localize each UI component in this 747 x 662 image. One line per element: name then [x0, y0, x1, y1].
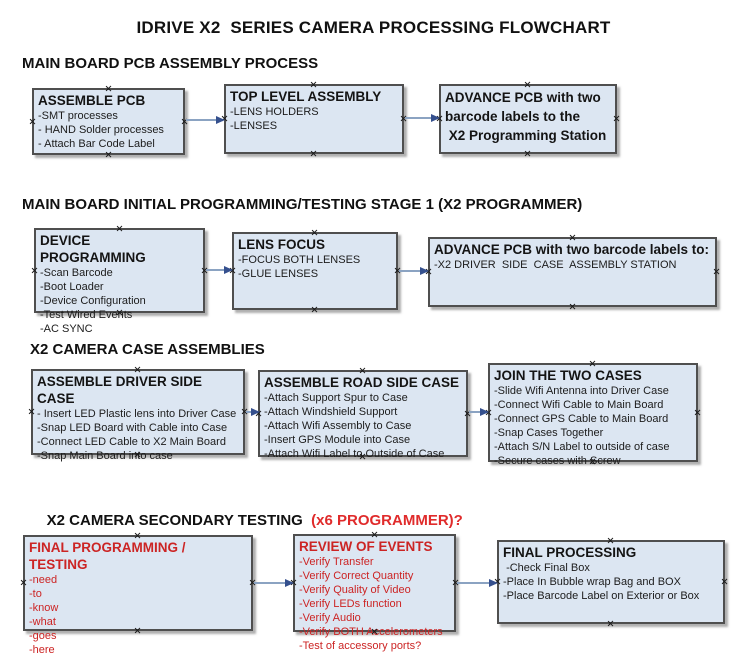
box-items: -LENS HOLDERS -LENSES [230, 106, 319, 132]
connection-point-handle-icon[interactable] [134, 366, 141, 373]
connection-point-handle-icon[interactable] [721, 578, 728, 585]
flow-box-final-programming-testing[interactable]: FINAL PROGRAMMING / TESTING -need -to -k… [20, 532, 253, 656]
connector-line [399, 270, 423, 272]
flow-box-device-programming[interactable]: DEVICE PROGRAMMING -Scan Barcode -Boot L… [31, 225, 205, 335]
arrow-right-icon [480, 407, 489, 416]
flow-connector-4[interactable] [399, 265, 429, 277]
connection-point-handle-icon[interactable] [311, 306, 318, 313]
connection-point-handle-icon[interactable] [371, 531, 378, 538]
flow-box-join-the-two-cases[interactable]: JOIN THE TWO CASES -Slide Wifi Antenna i… [488, 360, 701, 467]
connection-point-handle-icon[interactable] [134, 532, 141, 539]
arrow-right-icon [224, 265, 233, 274]
flow-box-advance-pcb-driver-side[interactable]: ADVANCE PCB with two barcode labels to: … [428, 237, 717, 307]
flow-box-review-of-events[interactable]: REVIEW OF EVENTS -Verify Transfer -Verif… [293, 531, 456, 652]
connection-point-handle-icon[interactable] [310, 150, 317, 157]
connection-point-handle-icon[interactable] [524, 150, 531, 157]
connection-point-handle-icon[interactable] [607, 537, 614, 544]
connection-point-handle-icon[interactable] [569, 234, 576, 241]
section-header-case-assemblies: X2 CAMERA CASE ASSEMBLIES [30, 341, 265, 358]
box-title: JOIN THE TWO CASES [494, 368, 642, 383]
connector-line [469, 411, 483, 413]
flow-box-assemble-road-side-case[interactable]: ASSEMBLE ROAD SIDE CASE -Attach Support … [258, 367, 468, 460]
flow-box-advance-pcb-programming-station[interactable]: ADVANCE PCB with two barcode labels to t… [439, 84, 617, 154]
flow-connector-5[interactable] [246, 406, 260, 418]
connection-point-handle-icon[interactable] [310, 81, 317, 88]
flow-box-top-level-assembly[interactable]: TOP LEVEL ASSEMBLY -LENS HOLDERS -LENSES [224, 84, 404, 154]
box-items: -Slide Wifi Antenna into Driver Case -Co… [494, 385, 670, 467]
flow-connector-7[interactable] [254, 577, 294, 589]
box-items: -Verify Transfer -Verify Correct Quantit… [299, 556, 443, 652]
connection-point-handle-icon[interactable] [134, 451, 141, 458]
arrow-right-icon [216, 115, 225, 124]
arrow-right-icon [431, 113, 440, 122]
arrow-right-icon [285, 578, 294, 587]
connector-line [246, 411, 254, 413]
section-header-pcb-assembly: MAIN BOARD PCB ASSEMBLY PROCESS [22, 55, 319, 72]
box-title: LENS FOCUS [238, 237, 326, 252]
connection-point-handle-icon[interactable] [105, 151, 112, 158]
flow-box-final-processing[interactable]: FINAL PROCESSING -Check Final Box -Place… [497, 540, 725, 624]
flow-connector-2[interactable] [405, 112, 440, 124]
connection-point-handle-icon[interactable] [713, 268, 720, 275]
section-header-initial-programming: MAIN BOARD INITIAL PROGRAMMING/TESTING S… [22, 196, 583, 213]
box-title: ADVANCE PCB with two barcode labels to: [434, 242, 710, 257]
section-header-black-part: X2 CAMERA SECONDARY TESTING [46, 512, 307, 529]
connection-point-handle-icon[interactable] [105, 85, 112, 92]
connection-point-handle-icon[interactable] [524, 81, 531, 88]
connection-point-handle-icon[interactable] [134, 627, 141, 634]
flow-connector-6[interactable] [469, 406, 489, 418]
box-items: -Attach Support Spur to Case -Attach Win… [264, 392, 445, 460]
connection-point-handle-icon[interactable] [20, 579, 27, 586]
box-items: -SMT processes - HAND Solder processes -… [38, 110, 164, 150]
flow-box-lens-focus[interactable]: LENS FOCUS -FOCUS BOTH LENSES -GLUE LENS… [232, 232, 398, 310]
box-items: -need -to -know -what -goes -here [29, 574, 59, 656]
flow-connector-8[interactable] [457, 577, 498, 589]
box-title: TOP LEVEL ASSEMBLY [230, 89, 382, 104]
connection-point-handle-icon[interactable] [371, 628, 378, 635]
connection-point-handle-icon[interactable] [311, 229, 318, 236]
box-title: ADVANCE PCB with two barcode labels to t… [445, 90, 607, 143]
section-header-red-part: (x6 PROGRAMMER)? [306, 512, 463, 529]
box-title: DEVICE PROGRAMMING [40, 233, 146, 265]
connector-line [254, 582, 288, 584]
connection-point-handle-icon[interactable] [589, 458, 596, 465]
connector-line [206, 269, 227, 271]
connector-line [186, 119, 219, 121]
flow-connector-3[interactable] [206, 264, 233, 276]
connection-point-handle-icon[interactable] [569, 303, 576, 310]
box-items: - Insert LED Plastic lens into Driver Ca… [37, 408, 237, 462]
connection-point-handle-icon[interactable] [29, 118, 36, 125]
page-title: IDRIVE X2 SERIES CAMERA PROCESSING FLOWC… [136, 18, 611, 37]
box-title: ASSEMBLE DRIVER SIDE CASE [37, 374, 206, 406]
connection-point-handle-icon[interactable] [359, 453, 366, 460]
arrow-right-icon [251, 407, 260, 416]
connector-line [405, 117, 434, 119]
connection-point-handle-icon[interactable] [613, 115, 620, 122]
box-items: -FOCUS BOTH LENSES -GLUE LENSES [238, 254, 361, 280]
flow-box-assemble-pcb[interactable]: ASSEMBLE PCB -SMT processes - HAND Solde… [32, 88, 185, 155]
connection-point-handle-icon[interactable] [28, 408, 35, 415]
connector-line [457, 582, 492, 584]
connection-point-handle-icon[interactable] [694, 409, 701, 416]
box-title: FINAL PROCESSING [503, 545, 637, 560]
box-title: ASSEMBLE PCB [38, 93, 146, 108]
connection-point-handle-icon[interactable] [359, 367, 366, 374]
section-header-secondary-testing: X2 CAMERA SECONDARY TESTING (x6 PROGRAMM… [30, 495, 463, 546]
box-title: FINAL PROGRAMMING / TESTING [29, 540, 190, 572]
flow-box-assemble-driver-side-case[interactable]: ASSEMBLE DRIVER SIDE CASE - Insert LED P… [28, 366, 245, 462]
connection-point-handle-icon[interactable] [589, 360, 596, 367]
arrow-right-icon [420, 266, 429, 275]
box-items: -X2 DRIVER SIDE CASE ASSEMBLY STATION [434, 259, 677, 271]
connection-point-handle-icon[interactable] [116, 225, 123, 232]
box-title: REVIEW OF EVENTS [299, 539, 433, 554]
connection-point-handle-icon[interactable] [31, 267, 38, 274]
box-items: -Check Final Box -Place In Bubble wrap B… [503, 562, 700, 602]
arrow-right-icon [489, 578, 498, 587]
box-items: -Scan Barcode -Boot Loader -Device Confi… [40, 267, 146, 335]
box-title: ASSEMBLE ROAD SIDE CASE [264, 375, 460, 390]
connection-point-handle-icon[interactable] [607, 620, 614, 627]
flow-connector-1[interactable] [186, 114, 225, 126]
connection-point-handle-icon[interactable] [116, 309, 123, 316]
